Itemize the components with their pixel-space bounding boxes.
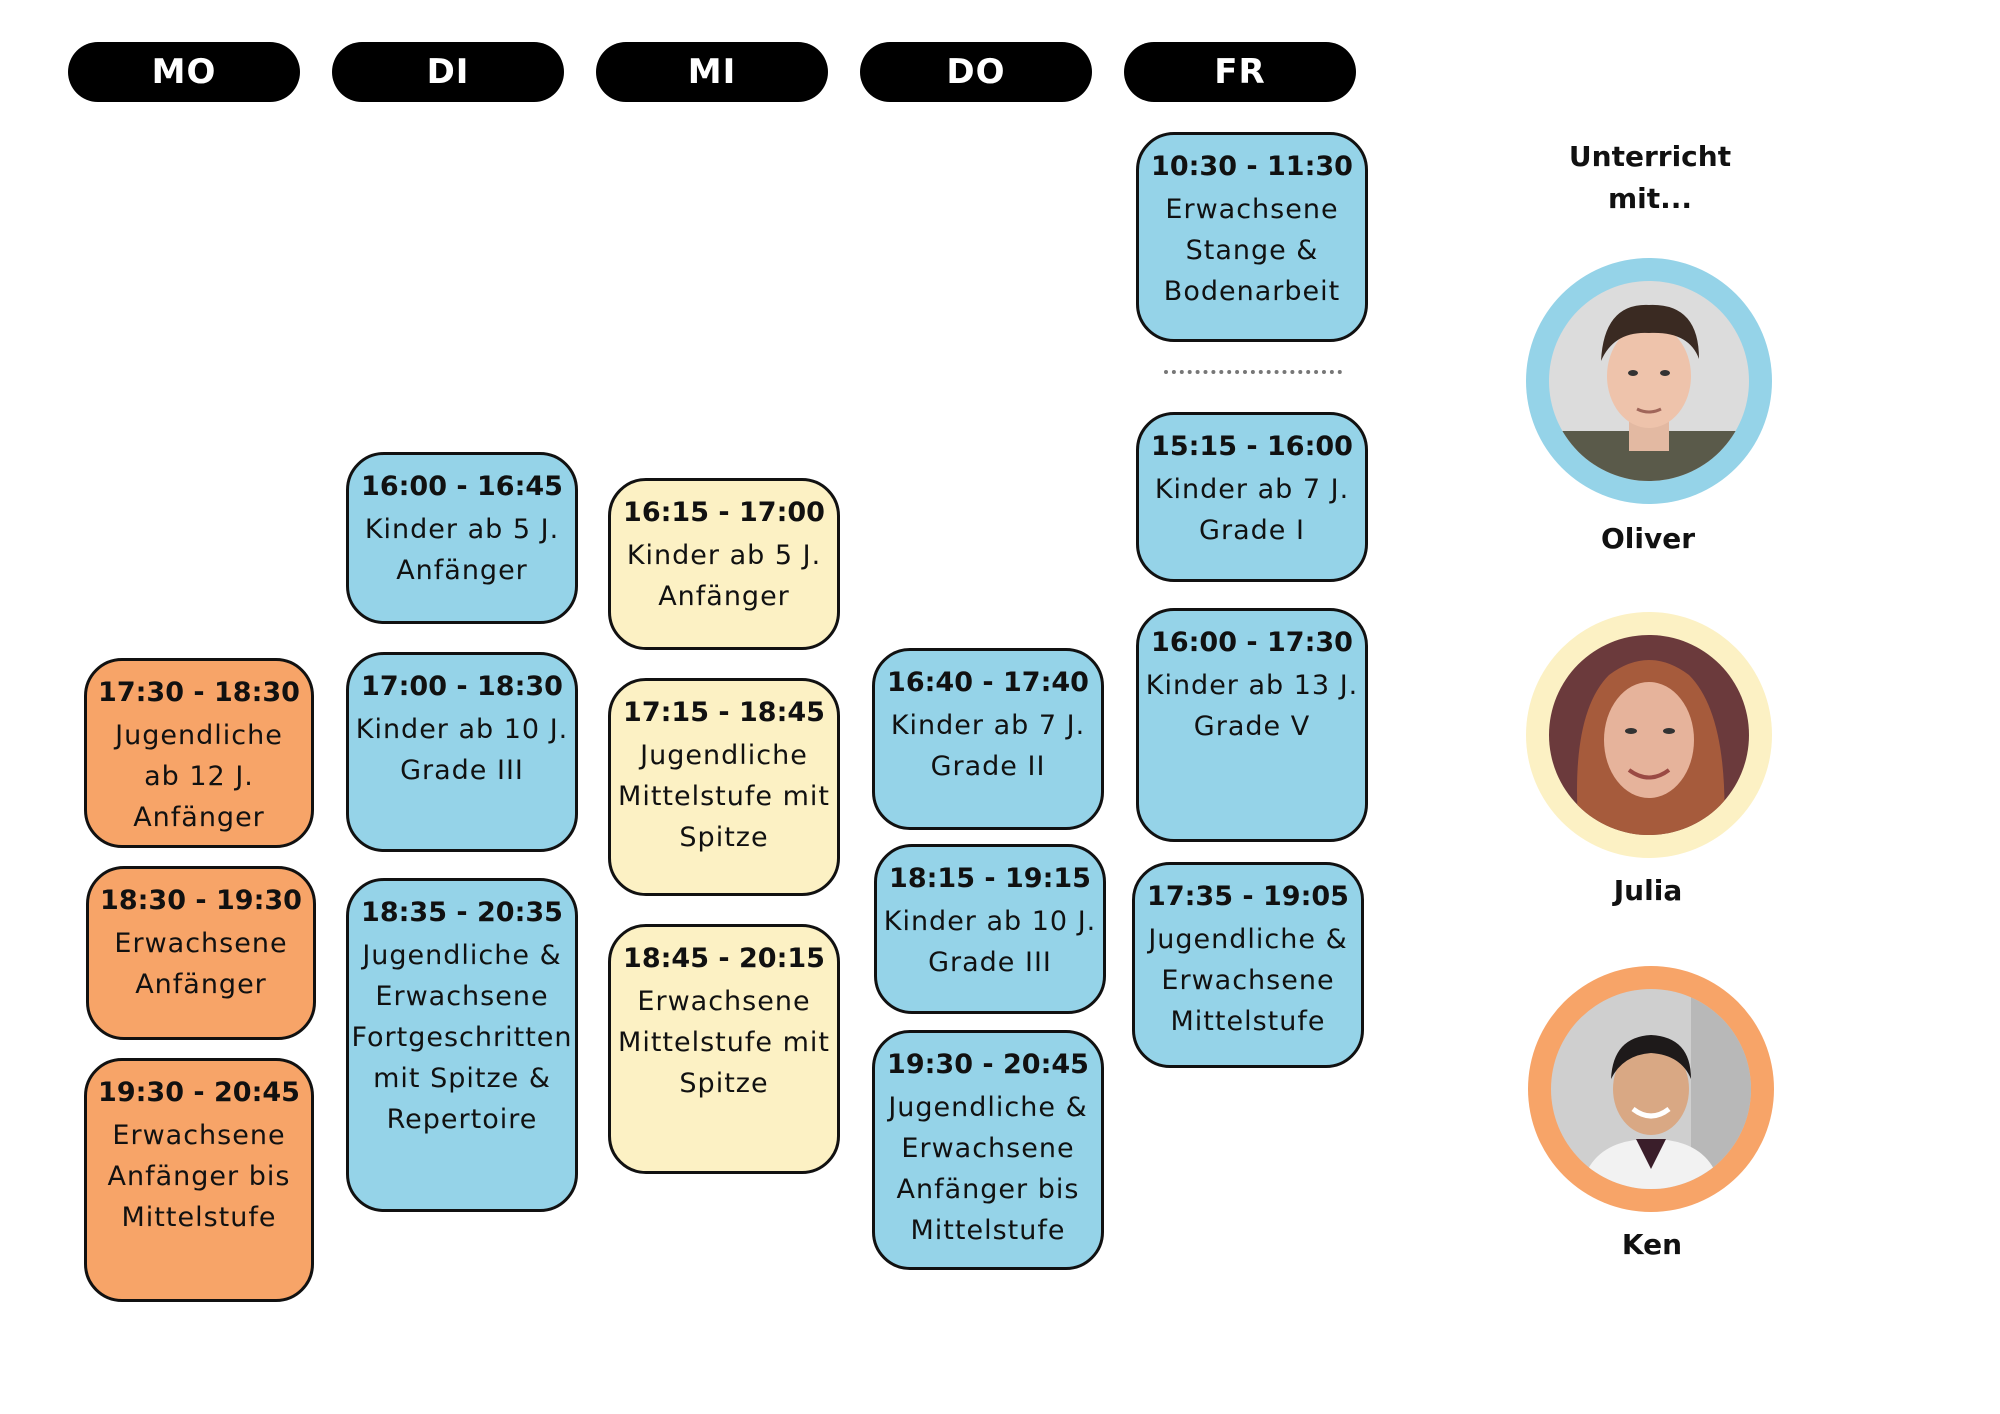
class-description: Kinder ab 7 J. Grade I xyxy=(1154,474,1350,546)
class-description: Erwachsene Anfänger xyxy=(114,928,288,1000)
class-time: 19:30 - 20:45 xyxy=(887,1049,1089,1080)
class-card-mo-3: 19:30 - 20:45 Erwachsene Anfänger bis Mi… xyxy=(84,1058,314,1302)
class-description: Kinder ab 5 J. Anfänger xyxy=(626,540,822,612)
class-time: 17:15 - 18:45 xyxy=(623,697,825,728)
avatar-ken xyxy=(1551,989,1751,1189)
avatar-ring-ken xyxy=(1528,966,1774,1212)
teacher-name-ken: Ken xyxy=(1621,1228,1683,1261)
class-time: 17:35 - 19:05 xyxy=(1147,881,1349,912)
avatar-oliver xyxy=(1549,281,1749,481)
day-header-mi: MI xyxy=(596,42,828,102)
class-description: Kinder ab 13 J. Grade V xyxy=(1145,670,1359,742)
class-description: Jugendliche & Erwachsene Anfänger bis Mi… xyxy=(888,1092,1088,1246)
class-card-mo-1: 17:30 - 18:30 Jugendliche ab 12 J. Anfän… xyxy=(84,658,314,848)
class-time: 17:00 - 18:30 xyxy=(361,671,563,702)
class-description: Jugendliche & Erwachsene Mittelstufe xyxy=(1148,924,1348,1037)
class-card-mo-2: 18:30 - 19:30 Erwachsene Anfänger xyxy=(86,866,316,1040)
class-time: 10:30 - 11:30 xyxy=(1151,151,1353,182)
class-time: 16:00 - 17:30 xyxy=(1151,627,1353,658)
class-time: 18:30 - 19:30 xyxy=(100,885,302,916)
divider-dotted xyxy=(1164,370,1342,374)
class-card-fr-4: 17:35 - 19:05 Jugendliche & Erwachsene M… xyxy=(1132,862,1364,1068)
class-card-mi-3: 18:45 - 20:15 Erwachsene Mittelstufe mit… xyxy=(608,924,840,1174)
day-header-fr: FR xyxy=(1124,42,1356,102)
class-description: Jugendliche ab 12 J. Anfänger xyxy=(115,720,283,833)
class-description: Kinder ab 10 J. Grade III xyxy=(355,714,569,786)
class-description: Erwachsene Stange & Bodenarbeit xyxy=(1163,194,1341,307)
class-card-fr-3: 16:00 - 17:30 Kinder ab 13 J. Grade V xyxy=(1136,608,1368,842)
class-card-do-2: 18:15 - 19:15 Kinder ab 10 J. Grade III xyxy=(874,844,1106,1014)
class-time: 19:30 - 20:45 xyxy=(98,1077,300,1108)
avatar-ring-julia xyxy=(1526,612,1772,858)
day-header-do: DO xyxy=(860,42,1092,102)
class-time: 16:00 - 16:45 xyxy=(361,471,563,502)
class-description: Jugendliche & Erwachsene Fortgeschritten… xyxy=(351,940,573,1135)
class-time: 18:45 - 20:15 xyxy=(623,943,825,974)
teacher-name-julia: Julia xyxy=(1613,874,1683,907)
avatar-julia xyxy=(1549,635,1749,835)
class-time: 17:30 - 18:30 xyxy=(98,677,300,708)
teacher-name-oliver: Oliver xyxy=(1600,522,1696,555)
class-card-mi-2: 17:15 - 18:45 Jugendliche Mittelstufe mi… xyxy=(608,678,840,896)
class-description: Erwachsene Anfänger bis Mittelstufe xyxy=(107,1120,291,1233)
class-card-mi-1: 16:15 - 17:00 Kinder ab 5 J. Anfänger xyxy=(608,478,840,650)
class-time: 16:40 - 17:40 xyxy=(887,667,1089,698)
class-description: Kinder ab 5 J. Anfänger xyxy=(364,514,560,586)
class-card-fr-2: 15:15 - 16:00 Kinder ab 7 J. Grade I xyxy=(1136,412,1368,582)
day-header-di: DI xyxy=(332,42,564,102)
person-photo-icon xyxy=(1549,281,1749,481)
class-time: 15:15 - 16:00 xyxy=(1151,431,1353,462)
class-card-do-3: 19:30 - 20:45 Jugendliche & Erwachsene A… xyxy=(872,1030,1104,1270)
avatar-ring-oliver xyxy=(1526,258,1772,504)
person-photo-icon xyxy=(1551,989,1751,1189)
class-time: 18:35 - 20:35 xyxy=(361,897,563,928)
class-description: Erwachsene Mittelstufe mit Spitze xyxy=(618,986,830,1099)
class-card-di-1: 16:00 - 16:45 Kinder ab 5 J. Anfänger xyxy=(346,452,578,624)
class-card-di-2: 17:00 - 18:30 Kinder ab 10 J. Grade III xyxy=(346,652,578,852)
class-card-fr-1: 10:30 - 11:30 Erwachsene Stange & Bodena… xyxy=(1136,132,1368,342)
class-time: 16:15 - 17:00 xyxy=(623,497,825,528)
class-description: Jugendliche Mittelstufe mit Spitze xyxy=(618,740,830,853)
class-description: Kinder ab 10 J. Grade III xyxy=(883,906,1097,978)
class-card-do-1: 16:40 - 17:40 Kinder ab 7 J. Grade II xyxy=(872,648,1104,830)
class-time: 18:15 - 19:15 xyxy=(889,863,1091,894)
class-card-di-3: 18:35 - 20:35 Jugendliche & Erwachsene F… xyxy=(346,878,578,1212)
day-header-mo: MO xyxy=(68,42,300,102)
person-photo-icon xyxy=(1549,635,1749,835)
class-description: Kinder ab 7 J. Grade II xyxy=(890,710,1086,782)
sidebar-title: Unterricht mit... xyxy=(1568,140,1732,215)
